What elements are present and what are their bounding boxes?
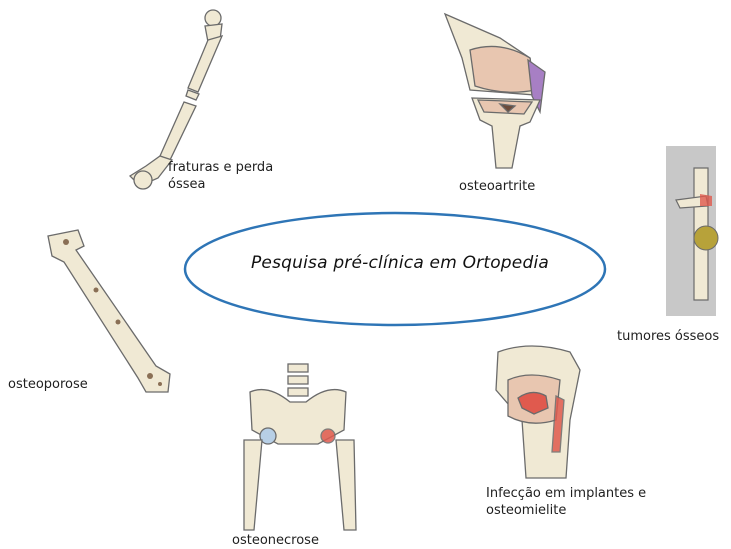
topic-tumores-line1: tumores ósseos — [617, 328, 719, 345]
topic-label-fraturas: fraturas e perda óssea — [168, 159, 273, 193]
topic-label-osteonecrose: osteonecrose — [232, 532, 319, 549]
topic-osteoporose-line1: osteoporose — [8, 376, 88, 393]
infected-bone-icon — [496, 346, 580, 478]
bone-tumor-icon — [666, 146, 718, 316]
topic-osteoartrite-line1: osteoartrite — [459, 178, 535, 195]
topic-fraturas-line1: fraturas e perda — [168, 159, 273, 176]
topic-osteonecrose-line1: osteonecrose — [232, 532, 319, 549]
osteoporotic-bone-icon — [48, 230, 170, 392]
topic-label-osteoartrite: osteoartrite — [459, 178, 535, 195]
topic-infeccao-line2: osteomielite — [486, 502, 646, 519]
knee-osteoarthritis-icon — [445, 14, 545, 168]
topic-label-infeccao: Infecção em implantes e osteomielite — [486, 485, 646, 519]
center-title: Pesquisa pré-clínica em Ortopedia — [190, 253, 610, 273]
topic-label-osteoporose: osteoporose — [8, 376, 88, 393]
topic-infeccao-line1: Infecção em implantes e — [486, 485, 646, 502]
hip-osteonecrosis-icon — [244, 364, 356, 530]
topic-label-tumores: tumores ósseos — [617, 328, 719, 345]
topic-fraturas-line2: óssea — [168, 176, 273, 193]
